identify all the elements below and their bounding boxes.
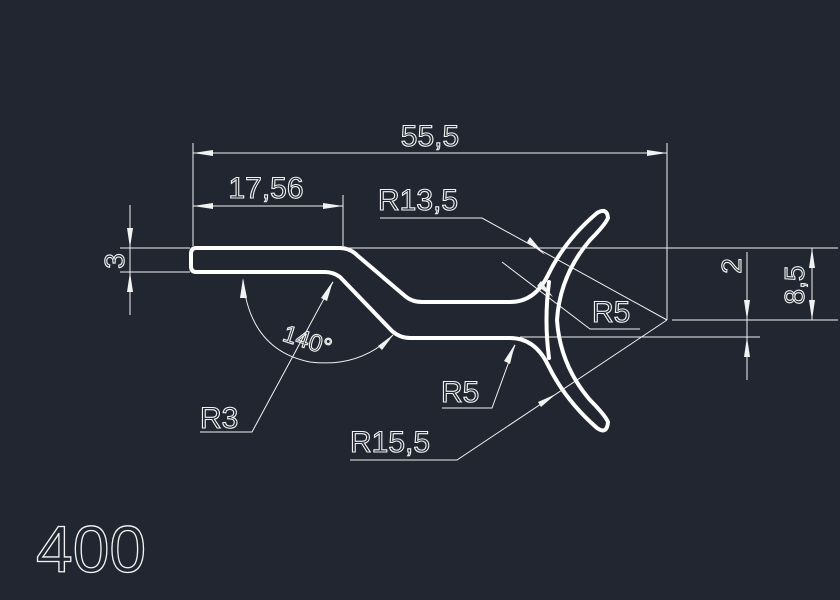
radius-small-upper: R5 bbox=[501, 261, 640, 330]
overall-width-label: 55,5 bbox=[401, 120, 459, 153]
dimension-thickness: 3 bbox=[98, 205, 190, 315]
height-label: 8,5 bbox=[779, 266, 810, 305]
offset-label: 2 bbox=[716, 258, 747, 274]
r3-label: R3 bbox=[200, 402, 238, 435]
dimension-height: 8,5 bbox=[778, 248, 815, 320]
thickness-label: 3 bbox=[99, 253, 130, 269]
radius-bend: R3 bbox=[199, 281, 334, 436]
radius-large-upper: R13,5 bbox=[377, 183, 668, 321]
profile-outline bbox=[189, 208, 610, 433]
dimension-overall-width: 55,5 bbox=[192, 119, 668, 320]
r5-lower-label: R5 bbox=[441, 376, 479, 409]
r13-label: R13,5 bbox=[378, 184, 458, 217]
radius-small-lower: R5 bbox=[440, 344, 516, 410]
arc-inner-edge bbox=[544, 280, 551, 360]
r15-label: R15,5 bbox=[350, 426, 430, 459]
radius-large-lower: R15,5 bbox=[349, 319, 668, 461]
r5-upper-label: R5 bbox=[592, 296, 630, 329]
dimension-flat-length: 17,56 bbox=[193, 171, 344, 246]
dimension-angle: 140° bbox=[240, 278, 394, 364]
part-number: 400 bbox=[36, 512, 146, 586]
flat-length-label: 17,56 bbox=[228, 172, 303, 205]
dimension-offset: 2 bbox=[715, 252, 750, 380]
